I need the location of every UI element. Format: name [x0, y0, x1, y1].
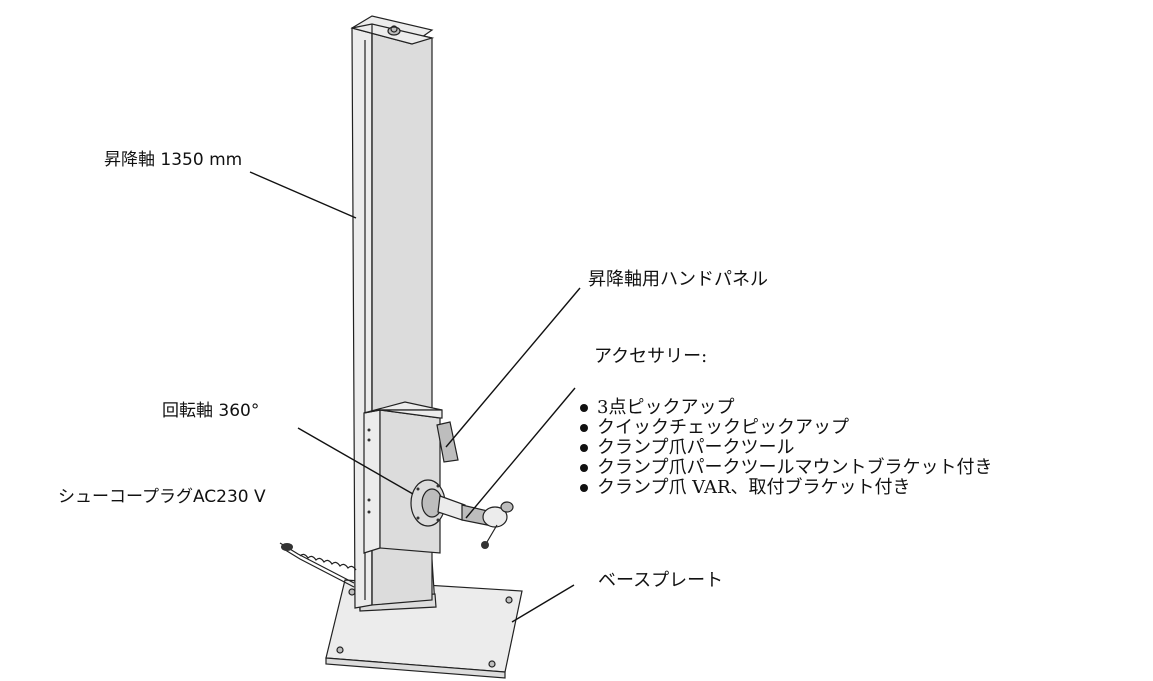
- leader-lift-axis: [249, 171, 357, 219]
- bullet-icon: [580, 444, 588, 452]
- bullet-icon: [580, 464, 588, 472]
- bullet-icon: [580, 404, 588, 412]
- hand-panel-label: 昇降軸用ハンドパネル: [588, 269, 768, 290]
- accessory-item: クランプ爪パークツール: [580, 438, 992, 458]
- accessory-item-label: クランプ爪パークツールマウントブラケット付き: [597, 457, 993, 478]
- accessory-item-label: 3点ピックアップ: [597, 397, 735, 418]
- accessory-item-label: クイックチェックピックアップ: [597, 417, 849, 438]
- lift-axis-label: 昇降軸 1350 mm: [104, 150, 243, 170]
- accessories-heading: アクセサリー:: [594, 346, 708, 367]
- accessory-item: クランプ爪 VAR、取付ブラケット付き: [580, 478, 992, 498]
- accessory-item-label: クランプ爪パークツール: [597, 437, 795, 458]
- clamp-accessory: [437, 495, 514, 549]
- bullet-icon: [580, 424, 588, 432]
- rotary-unit: [363, 401, 459, 554]
- accessory-list: 3点ピックアップ クイックチェックピックアップ クランプ爪パークツール クランプ…: [580, 398, 992, 498]
- leader-base-plate: [511, 584, 575, 623]
- base-plate-label: ベースプレート: [598, 570, 724, 591]
- accessory-item: 3点ピックアップ: [580, 398, 992, 418]
- leader-accessories: [465, 387, 576, 519]
- plug-label: シューコープラグAC230 V: [58, 487, 266, 507]
- accessory-item: クランプ爪パークツールマウントブラケット付き: [580, 458, 992, 478]
- rotary-axis-label: 回転軸 360°: [162, 401, 260, 421]
- rotary-disk: [410, 479, 446, 527]
- power-cable: [279, 542, 357, 588]
- leader-hand-panel: [445, 287, 581, 448]
- accessory-item-label: クランプ爪 VAR、取付ブラケット付き: [597, 477, 911, 498]
- accessory-item: クイックチェックピックアップ: [580, 418, 992, 438]
- leader-rotary-axis: [297, 427, 414, 495]
- bullet-icon: [580, 484, 588, 492]
